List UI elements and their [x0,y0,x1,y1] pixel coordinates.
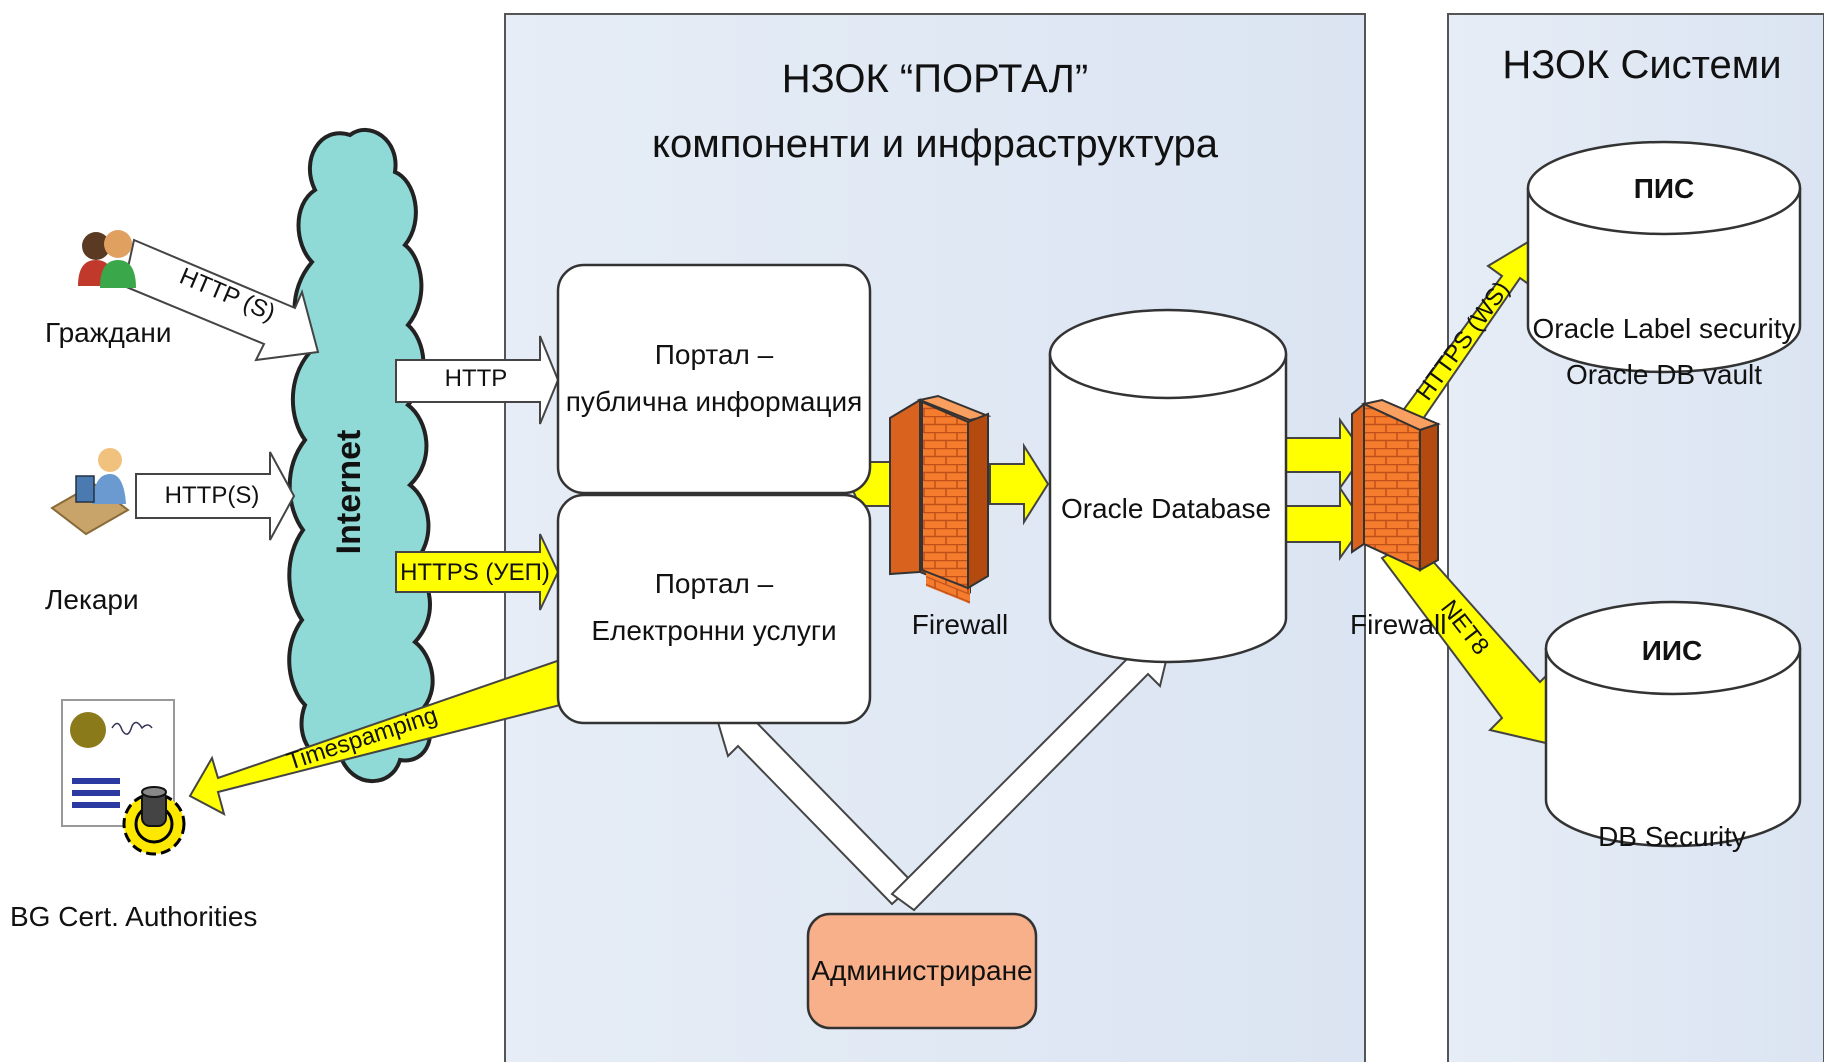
public-portal-line1: Портал – [655,339,774,370]
eservices-portal-box [556,493,872,725]
iis-cylinder [1544,600,1802,848]
pis-cylinder [1526,140,1802,374]
doctors-label: Лекари [45,584,139,615]
doctors-http-arrow [135,451,296,541]
admin-box [806,912,1038,1030]
internet-label: Internet [330,430,368,555]
doctors-icon [50,448,130,536]
firewall-left-icon [889,394,992,604]
https-to-eservices-arrow [395,533,560,611]
oracle-database-label: Oracle Database [1061,493,1271,524]
pis-name: ПИС [1634,173,1694,204]
firewall-right-icon [1351,398,1441,572]
public-portal-box [556,263,872,495]
pis-line1: Oracle Label security [1532,313,1795,344]
doctors-http-label: HTTP(S) [165,482,260,509]
admin-label: Администриране [811,955,1032,986]
http-to-public-arrow [395,335,560,425]
citizens-icon [78,230,136,288]
gear-icon [122,786,186,856]
oracle-database-cylinder [1048,308,1288,664]
pis-line2: Oracle DB vault [1566,359,1762,390]
systems-title: НЗОК Системи [1502,43,1781,87]
citizens-label: Граждани [45,317,171,348]
citizens-http-arrow [122,238,320,362]
timestamping-arrow [188,658,574,816]
http-to-public-label: HTTP [445,365,508,392]
iis-line1: DB Security [1598,821,1746,852]
firewall-to-db-arrow [989,442,1050,526]
cert-authorities-label: BG Cert. Authorities [10,901,257,932]
iis-name: ИИС [1642,635,1702,666]
firewall-right-label: Firewall [1350,609,1446,640]
portal-title-line2: компоненти и инфраструктура [652,122,1219,166]
public-portal-line2: публична информация [566,386,863,417]
portal-title-line1: НЗОК “ПОРТАЛ” [782,57,1088,101]
eservices-portal-line1: Портал – [655,568,774,599]
eservices-portal-line2: Електронни услуги [591,615,836,646]
net8-to-iis-arrow [1380,538,1554,746]
https-to-eservices-label: HTTPS (УЕП) [400,559,550,586]
firewall-left-label: Firewall [912,609,1008,640]
